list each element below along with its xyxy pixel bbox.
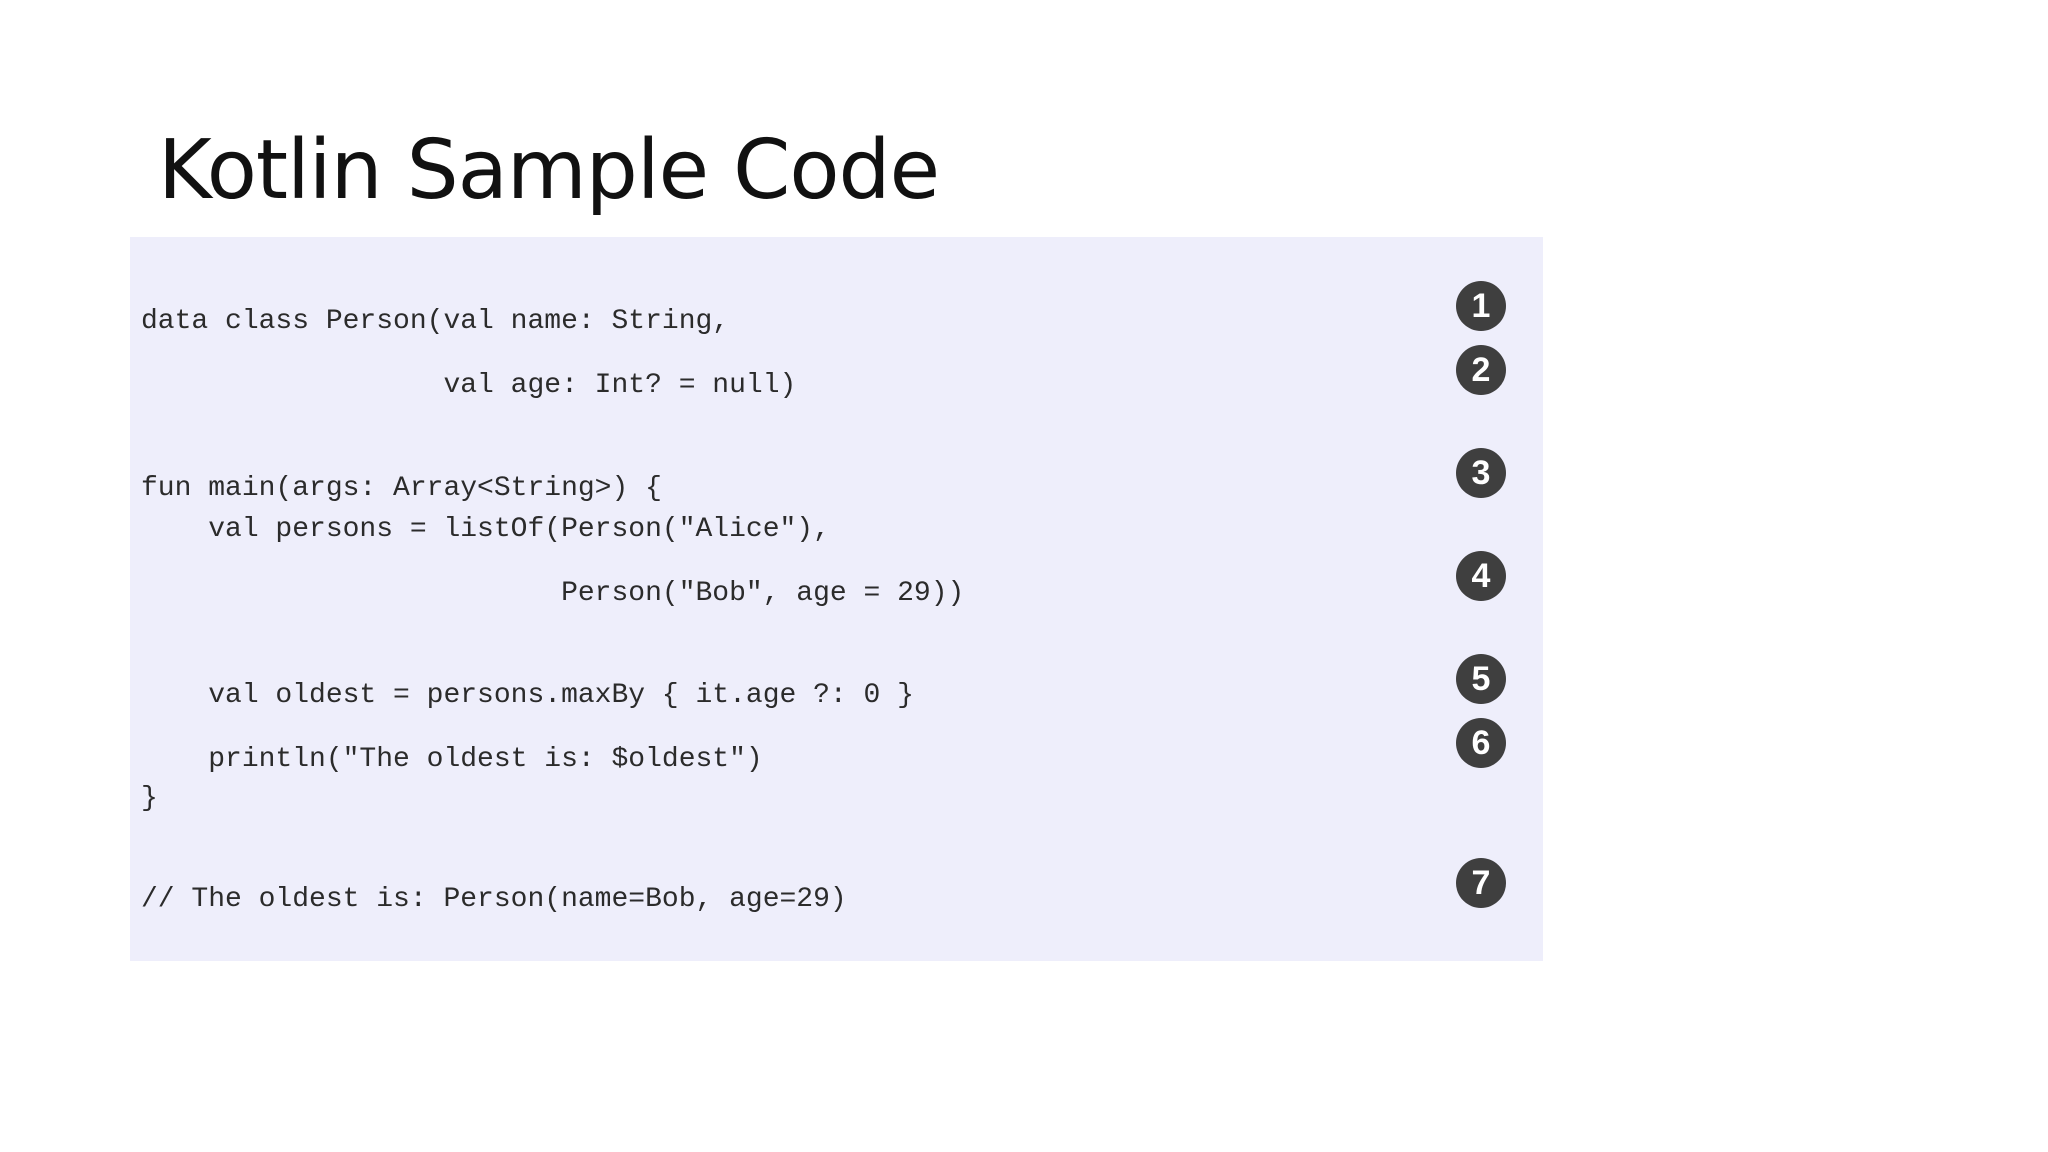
callout-marker-2: 2 xyxy=(1456,345,1506,395)
code-line-7: println("The oldest is: $oldest") xyxy=(141,744,763,775)
code-line-2: val age: Int? = null) xyxy=(141,370,797,401)
callout-marker-6: 6 xyxy=(1456,718,1506,768)
callout-marker-4: 4 xyxy=(1456,551,1506,601)
callout-marker-7: 7 xyxy=(1456,858,1506,908)
code-panel xyxy=(130,237,1543,961)
code-line-1: data class Person(val name: String, xyxy=(141,306,730,337)
code-line-5: Person("Bob", age = 29)) xyxy=(141,578,965,609)
slide-title: Kotlin Sample Code xyxy=(158,123,940,218)
code-line-6: val oldest = persons.maxBy { it.age ?: 0… xyxy=(141,680,914,711)
callout-marker-5: 5 xyxy=(1456,654,1506,704)
code-line-3: fun main(args: Array<String>) { xyxy=(141,473,662,504)
callout-marker-1: 1 xyxy=(1456,281,1506,331)
code-line-4: val persons = listOf(Person("Alice"), xyxy=(141,514,830,545)
code-line-9: // The oldest is: Person(name=Bob, age=2… xyxy=(141,884,847,915)
callout-marker-3: 3 xyxy=(1456,448,1506,498)
code-line-8: } xyxy=(141,783,158,814)
